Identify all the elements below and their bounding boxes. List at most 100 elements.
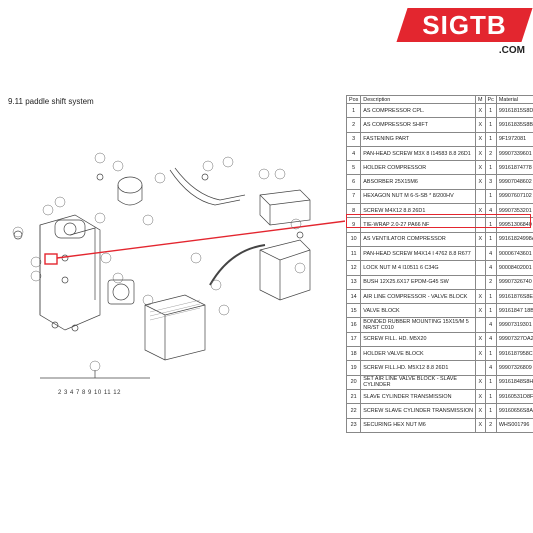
cell-desc: SET AIR LINE VALVE BLOCK - SLAVE CYLINDE…	[360, 374, 477, 390]
cell-pc: 1	[484, 188, 497, 205]
cell-m: X	[475, 145, 486, 162]
cell-mat: 99161835S8B	[495, 117, 533, 133]
col-header-m: M	[475, 95, 486, 104]
cell-m: X	[475, 346, 486, 362]
logo-wordmark: SIGTB	[396, 8, 533, 42]
cell-pos: 22	[345, 403, 362, 419]
cell-mat: 99161847 18B	[495, 303, 533, 319]
col-header-pc: Pc	[484, 95, 497, 104]
cell-pc: 4	[484, 331, 497, 348]
cell-m: X	[475, 403, 486, 419]
cell-mat: 99161874778	[495, 160, 533, 176]
cell-m: X	[475, 374, 486, 390]
cell-pos: 20	[345, 374, 362, 390]
cell-desc: TIE-WRAP 2.0-27 PA66 NF	[360, 217, 477, 233]
cell-mat: 99161876S8E	[495, 288, 533, 305]
cell-mat: 99161824998A	[495, 231, 533, 247]
table-header-row: Pos Description M Pc Material	[345, 95, 533, 104]
cell-m: X	[475, 303, 486, 319]
cell-pc: 2	[484, 274, 497, 290]
cell-desc: ABSORBER 25X15M6	[360, 174, 477, 190]
cell-pc: 1	[484, 388, 497, 405]
cell-desc: SECURING HEX NUT M6	[360, 417, 477, 433]
cell-m: X	[475, 174, 486, 190]
cell-pos: 14	[345, 288, 362, 305]
assembly-item-list: 2 3 4 7 8 9 10 11 12	[58, 390, 121, 396]
cell-mat: 99907326740	[495, 274, 533, 290]
cell-desc: AS COMPRESSOR SHIFT	[360, 117, 477, 133]
col-header-pos: Pos	[345, 95, 362, 104]
cell-pos: 3	[345, 131, 362, 147]
cell-desc: HOLDER VALVE BLOCK	[360, 346, 477, 362]
cell-m: X	[475, 131, 486, 147]
cell-m	[475, 360, 486, 376]
cell-m: X	[475, 102, 486, 119]
cell-pos: 8	[345, 203, 362, 219]
cell-pc: 1	[484, 403, 497, 419]
cell-desc: BUSH 12X25.6X17 EPDM-G45 SW	[360, 274, 477, 290]
cell-pos: 6	[345, 174, 362, 190]
col-header-description: Description	[360, 95, 477, 104]
cell-desc: LOCK NUT M 4 I10511 6 C34G	[360, 260, 477, 276]
cell-pc: 1	[484, 288, 497, 305]
cell-m: X	[475, 417, 486, 433]
cell-pos: 17	[345, 331, 362, 348]
cell-m: X	[475, 331, 486, 348]
cell-pos: 11	[345, 245, 362, 262]
exploded-parts-diagram	[12, 152, 345, 379]
cell-pc: 1	[484, 346, 497, 362]
cell-desc: AS COMPRESSOR CPL.	[360, 102, 477, 119]
cell-pos: 9	[345, 217, 362, 233]
section-title: 9.11 paddle shift system	[8, 97, 94, 106]
cell-m	[475, 188, 486, 205]
cell-pc: 4	[484, 260, 497, 276]
cell-m	[475, 317, 486, 333]
cell-pc: 1	[484, 217, 497, 233]
cell-mat: 90006743601	[495, 245, 533, 262]
brand-logo[interactable]: SIGTB .COM	[396, 8, 533, 56]
cell-desc: SLAVE CYLINDER TRANSMISSION	[360, 388, 477, 405]
cell-mat: 99907353201	[495, 203, 533, 219]
cell-pc: 4	[484, 317, 497, 333]
cell-desc: PAN-HEAD SCREW M4X14 I 4762 8.8 R677	[360, 245, 477, 262]
cell-pos: 5	[345, 160, 362, 176]
cell-mat: 99951306840	[495, 217, 533, 233]
cell-pos: 2	[345, 117, 362, 133]
cell-pc: 4	[484, 203, 497, 219]
logo-text: SIGTB	[422, 10, 507, 40]
cell-mat: 99907319301	[495, 317, 533, 333]
logo-domain: .COM	[498, 45, 525, 56]
cell-m: X	[475, 117, 486, 133]
cell-mat: 90008402001	[495, 260, 533, 276]
cell-mat: 99161815S8D	[495, 102, 533, 119]
cell-pc: 1	[484, 374, 497, 390]
cell-pos: 13	[345, 274, 362, 290]
cell-desc: VALVE BLOCK	[360, 303, 477, 319]
cell-mat: 99160656S8A	[495, 403, 533, 419]
cell-m: X	[475, 288, 486, 305]
